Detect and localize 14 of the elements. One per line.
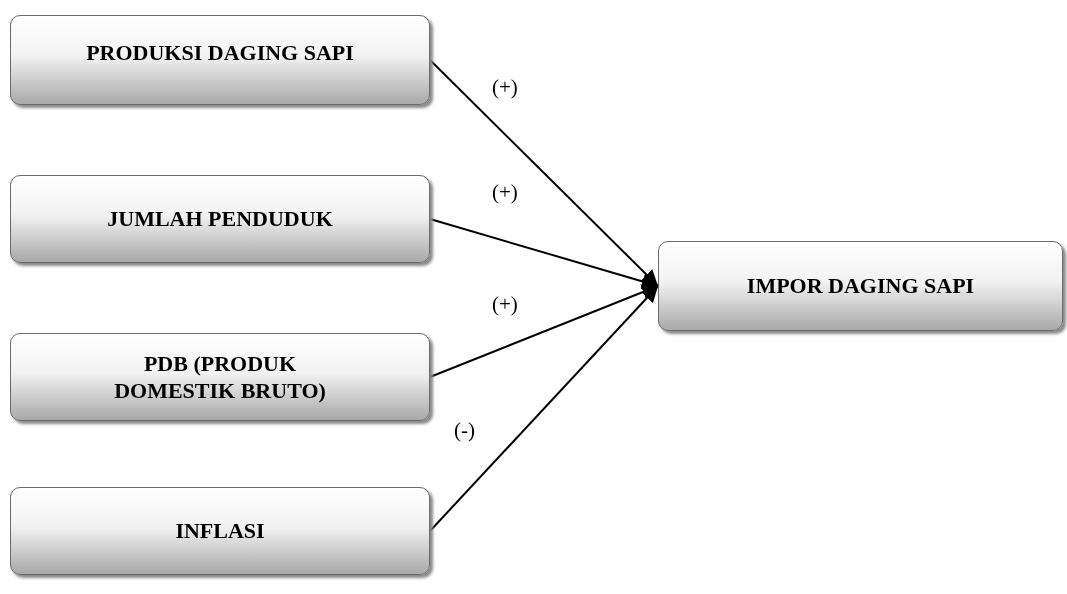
arrow	[429, 59, 659, 287]
box-label: IMPOR DAGING SAPI	[746, 272, 975, 300]
box-label: PRODUKSI DAGING SAPI	[86, 38, 354, 67]
box-label: PDB (PRODUK DOMESTIK BRUTO)	[113, 349, 327, 405]
arrow	[429, 285, 659, 532]
rounded-box	[10, 333, 430, 421]
box-label: JUMLAH PENDUDUK	[107, 205, 333, 233]
rounded-box	[10, 487, 430, 575]
box-label: INFLASI	[175, 517, 265, 545]
rounded-box	[10, 175, 430, 263]
rounded-box	[658, 241, 1063, 331]
arrow	[429, 284, 659, 378]
rounded-box	[10, 15, 430, 105]
arrow	[429, 218, 659, 290]
